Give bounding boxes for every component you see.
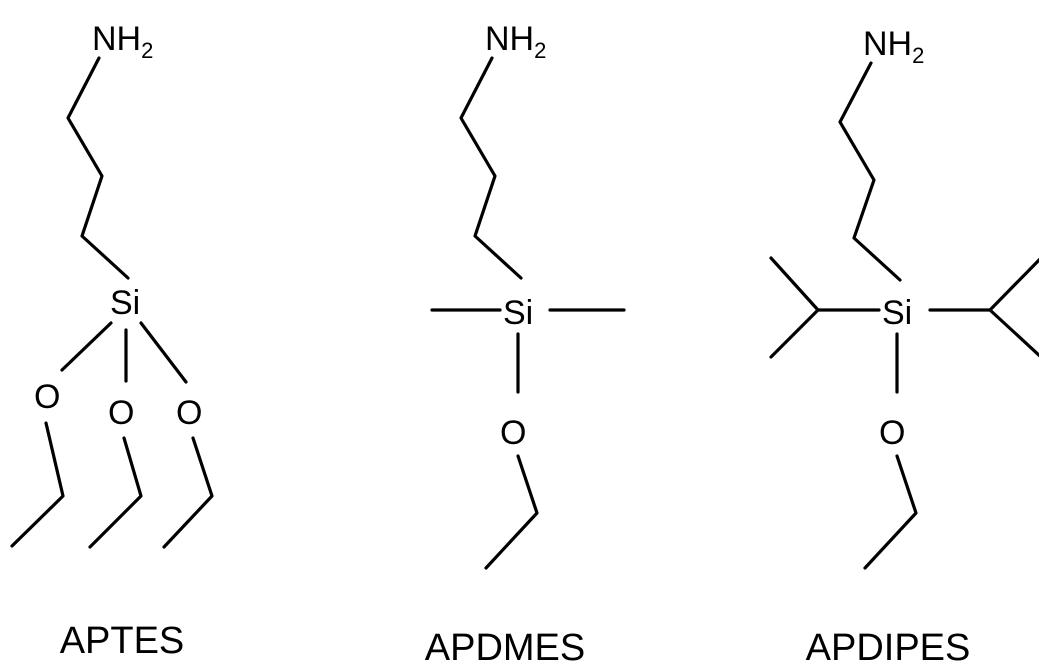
aptes-name-label: APTES (60, 620, 185, 662)
apdmes-amine-label: NH2 (485, 20, 546, 63)
apdmes-ethyl (484, 454, 539, 570)
apdipes-name-label: APDIPES (806, 627, 971, 669)
aptes-ethyl-left (10, 421, 65, 548)
apdipes-silicon-label: Si (882, 294, 912, 332)
aptes-oxygen-right: O (176, 394, 202, 432)
aptes-si-o-bond-left (60, 321, 113, 372)
molecule-aptes: NH2 Si O O O APTES (10, 20, 214, 662)
aptes-oxygen-middle: O (108, 394, 134, 432)
aptes-ethyl-right (162, 436, 214, 549)
molecule-apdmes: NH2 Si O APDMES (425, 20, 626, 669)
apdipes-ethyl (863, 454, 918, 570)
aptes-silicon-label: Si (110, 284, 140, 322)
apdipes-propyl-chain (838, 61, 902, 282)
apdmes-silicon-label: Si (503, 294, 533, 332)
apdmes-name-label: APDMES (425, 627, 585, 669)
aptes-oxygen-left: O (34, 378, 60, 416)
aptes-si-o-bond-right (139, 321, 188, 384)
apdipes-isopropyl-right-branches (988, 257, 1039, 358)
apdmes-propyl-chain (459, 56, 523, 280)
aptes-ethyl-middle (88, 436, 143, 549)
apdmes-oxygen: O (500, 414, 526, 452)
apdipes-isopropyl-left-branches (769, 256, 820, 359)
aptes-propyl-chain (66, 56, 130, 280)
apdipes-oxygen: O (879, 414, 905, 452)
molecule-apdipes: NH2 Si O APDIPES (769, 25, 1039, 669)
apdipes-amine-label: NH2 (863, 25, 924, 68)
aptes-amine-label: NH2 (92, 20, 153, 63)
